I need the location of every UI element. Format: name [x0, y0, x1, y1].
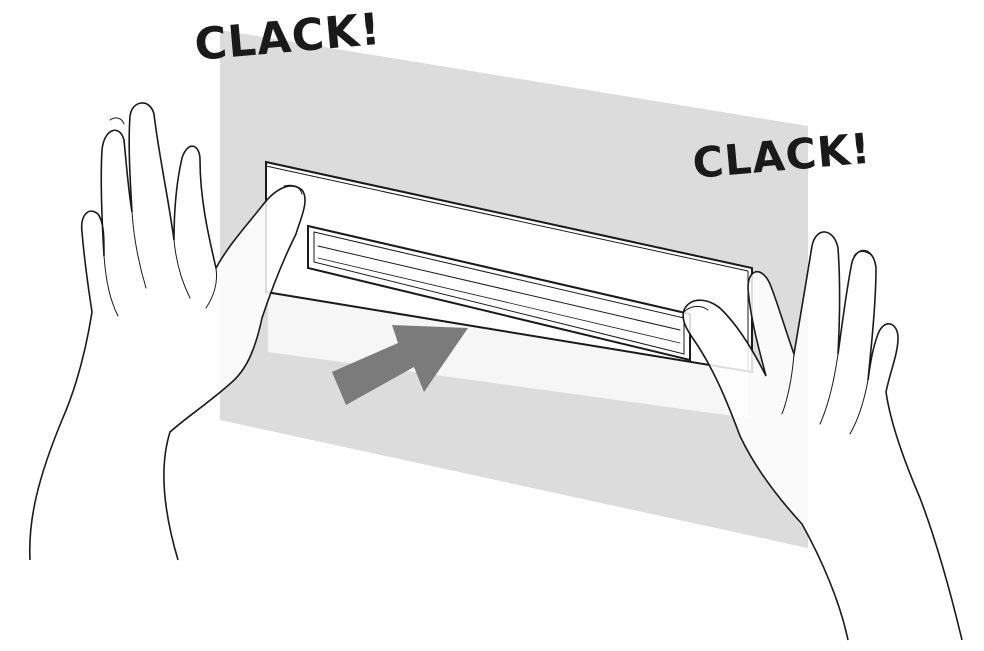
push-arrow-icon: [332, 325, 468, 405]
right-hand-icon: [682, 231, 963, 641]
left-hand-icon: [28, 102, 306, 561]
frame-bottom-flange: [268, 292, 748, 418]
